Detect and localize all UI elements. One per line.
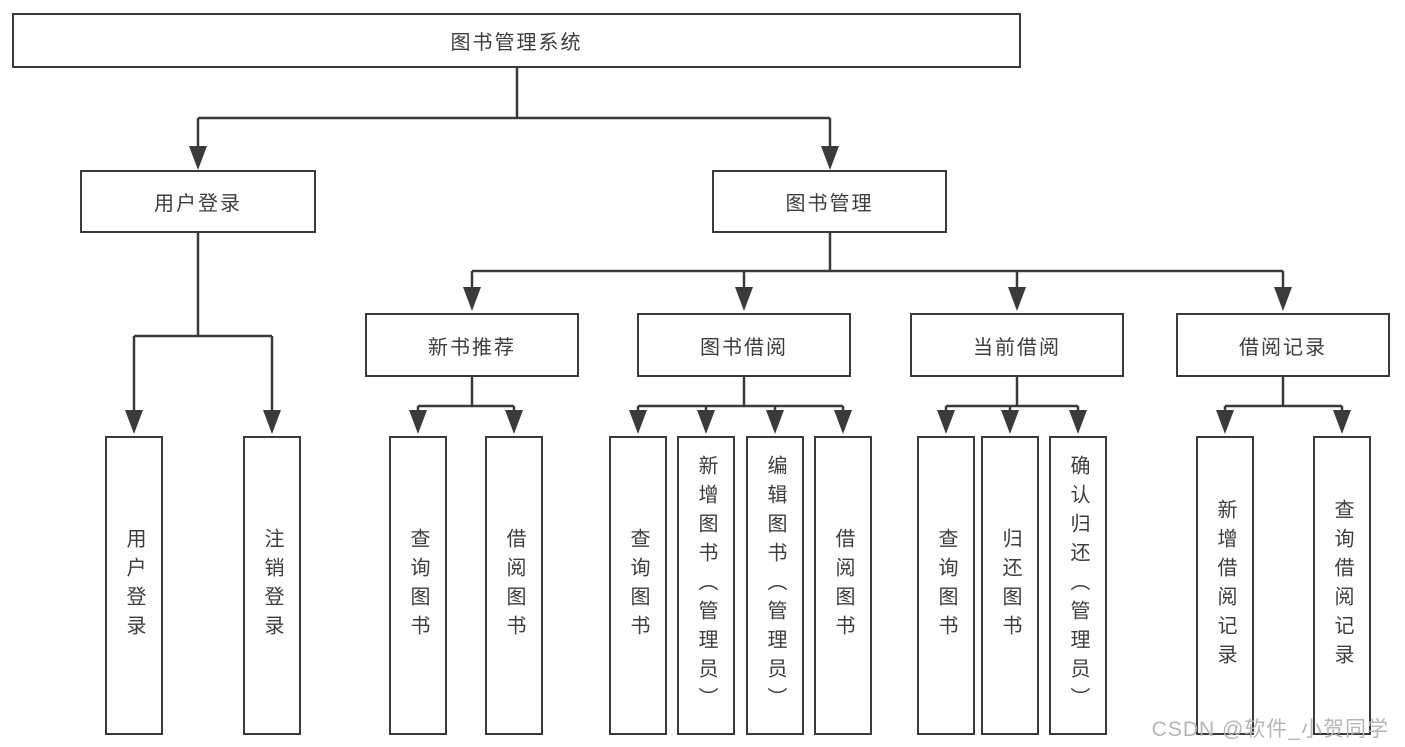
connector-book-management (470, 233, 1285, 291)
arrowhead (821, 146, 839, 170)
arrowhead (1008, 287, 1026, 311)
node-current-borrow-label: 当前借阅 (973, 336, 1061, 359)
leaf-logout-label: 注销登录 (261, 527, 283, 644)
node-new-book-recommend-label: 新书推荐 (428, 336, 516, 359)
arrowhead (766, 410, 784, 434)
leaf-user-login: 用户登录 (105, 436, 163, 735)
leaf-current-query-books: 查询图书 (917, 436, 975, 735)
leaf-current-query-books-label: 查询图书 (935, 527, 957, 644)
node-user-login-label: 用户登录 (154, 193, 242, 215)
arrowhead (263, 410, 281, 434)
arrowhead (735, 287, 753, 311)
arrowhead (1333, 410, 1351, 434)
leaf-query-borrow-record: 查询借阅记录 (1313, 436, 1371, 735)
arrowhead (463, 287, 481, 311)
arrowhead (505, 410, 523, 434)
leaf-borrow-query-books: 查询图书 (609, 436, 667, 735)
leaf-recommend-borrow-books: 借阅图书 (485, 436, 543, 735)
node-user-login: 用户登录 (80, 170, 316, 233)
leaf-edit-books-admin: 编辑图书（管理员） (746, 436, 804, 735)
leaf-add-books-admin: 新增图书（管理员） (677, 436, 735, 735)
arrowhead (834, 410, 852, 434)
arrowhead (697, 410, 715, 434)
node-book-management: 图书管理 (712, 170, 947, 233)
leaf-borrow-books: 借阅图书 (814, 436, 872, 735)
connector-new-book-recommend (416, 377, 516, 414)
node-new-book-recommend: 新书推荐 (365, 313, 579, 377)
arrowhead (1069, 410, 1087, 434)
leaf-recommend-query-books-label: 查询图书 (407, 527, 429, 644)
arrowhead (1274, 287, 1292, 311)
leaf-recommend-borrow-books-label: 借阅图书 (503, 527, 525, 644)
arrowhead (1216, 410, 1234, 434)
arrowhead (189, 146, 207, 170)
connector-root (196, 68, 832, 150)
leaf-return-books-label: 归还图书 (999, 527, 1021, 644)
leaf-borrow-books-label: 借阅图书 (832, 527, 854, 644)
leaf-add-books-admin-label: 新增图书（管理员） (695, 455, 717, 716)
arrowhead (937, 410, 955, 434)
connector-user-login (132, 233, 274, 414)
node-book-management-label: 图书管理 (785, 193, 874, 215)
node-borrow-records-label: 借阅记录 (1239, 336, 1327, 359)
leaf-borrow-query-books-label: 查询图书 (627, 527, 649, 644)
watermark: CSDN @软件_小贺同学 (1151, 718, 1389, 741)
leaf-return-books: 归还图书 (981, 436, 1039, 735)
leaf-query-borrow-record-label: 查询借阅记录 (1331, 498, 1353, 673)
node-book-borrow: 图书借阅 (637, 313, 851, 377)
connector-borrow-records (1223, 377, 1344, 414)
node-root: 图书管理系统 (12, 13, 1021, 68)
arrowhead (1001, 410, 1019, 434)
arrowhead (409, 410, 427, 434)
node-root-label: 图书管理系统 (450, 32, 583, 54)
connector-book-borrow (636, 377, 845, 414)
leaf-add-borrow-record: 新增借阅记录 (1196, 436, 1254, 735)
arrowhead (629, 410, 647, 434)
node-borrow-records: 借阅记录 (1176, 313, 1390, 377)
connector-current-borrow (944, 377, 1080, 414)
leaf-recommend-query-books: 查询图书 (389, 436, 447, 735)
leaf-user-login-label: 用户登录 (123, 527, 145, 644)
node-book-borrow-label: 图书借阅 (700, 336, 788, 359)
leaf-logout: 注销登录 (243, 436, 301, 735)
leaf-add-borrow-record-label: 新增借阅记录 (1214, 498, 1236, 673)
arrowhead (125, 410, 143, 434)
leaf-confirm-return-admin: 确认归还（管理员） (1049, 436, 1107, 735)
leaf-confirm-return-admin-label: 确认归还（管理员） (1067, 455, 1089, 716)
node-current-borrow: 当前借阅 (910, 313, 1124, 377)
leaf-edit-books-admin-label: 编辑图书（管理员） (764, 455, 786, 716)
